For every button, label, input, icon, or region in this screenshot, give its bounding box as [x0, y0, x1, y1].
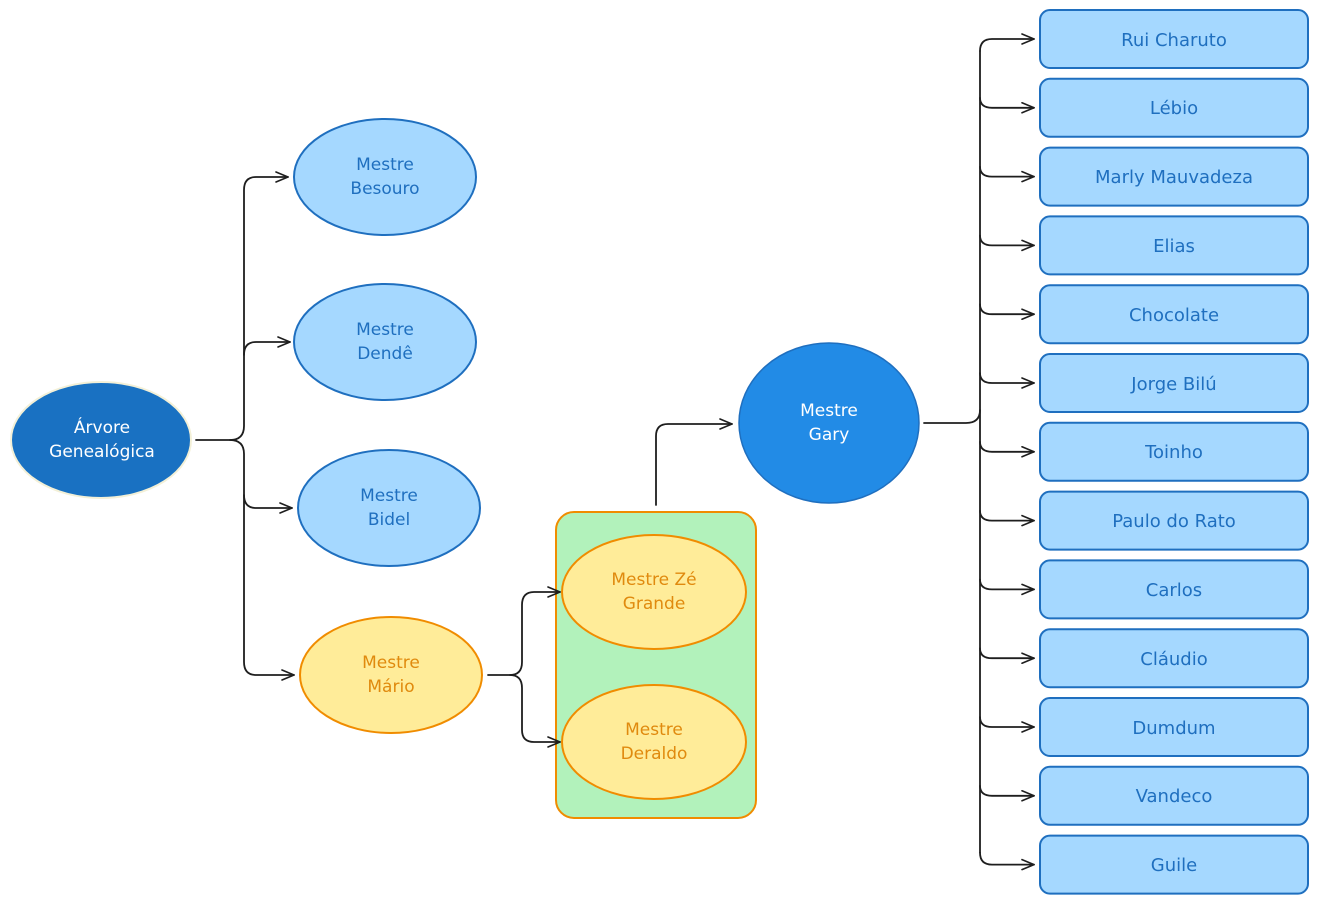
student-label: Toinho	[1145, 442, 1203, 464]
student-box[interactable]	[1039, 559, 1309, 620]
connector-mario-ze	[487, 586, 561, 676]
connector-root-dende	[243, 336, 291, 356]
student-box[interactable]	[1039, 284, 1309, 345]
student-box[interactable]	[1039, 9, 1309, 69]
student-box[interactable]	[1039, 628, 1309, 689]
student-box[interactable]	[1039, 353, 1309, 413]
connector-gary-student	[979, 165, 1035, 183]
connector-gary-student	[979, 372, 1035, 389]
student-box[interactable]	[1039, 215, 1309, 276]
root-connectors	[195, 171, 295, 681]
student-label: Elias	[1153, 235, 1195, 257]
node-besouro[interactable]	[293, 118, 477, 236]
connector-gary-student	[979, 578, 1035, 596]
gary-students-list	[1039, 9, 1309, 895]
student-label: Paulo do Rato	[1112, 511, 1236, 533]
student-label: Chocolate	[1128, 304, 1220, 326]
node-mario[interactable]	[299, 616, 483, 734]
node-bidel[interactable]	[297, 449, 481, 567]
student-label: Dumdum	[1132, 717, 1216, 739]
connector-mario-deraldo	[509, 674, 561, 748]
connector-group-gary	[655, 418, 733, 506]
connector-root-bidel	[229, 439, 293, 514]
student-box[interactable]	[1039, 490, 1309, 551]
student-label: Guile	[1150, 855, 1198, 877]
student-label: Carlos	[1145, 579, 1203, 601]
connector-gary-student	[979, 33, 1035, 52]
student-box[interactable]	[1039, 146, 1309, 207]
node-gary[interactable]	[738, 342, 920, 504]
connector-gary-trunk	[923, 409, 981, 424]
student-label: Vandeco	[1135, 786, 1213, 808]
connector-gary-student	[979, 303, 1035, 320]
connector-root-mario	[243, 494, 295, 681]
student-box[interactable]	[1039, 77, 1309, 138]
student-label: Rui Charuto	[1121, 29, 1227, 51]
student-box[interactable]	[1039, 765, 1309, 826]
student-label: Marly Mauvadeza	[1095, 167, 1253, 189]
student-label: Cláudio	[1140, 648, 1208, 670]
student-label: Jorge Bilú	[1131, 373, 1217, 395]
node-ze-grande[interactable]	[561, 534, 747, 650]
connector-gary-student	[979, 509, 1035, 527]
student-box[interactable]	[1039, 697, 1309, 757]
connector-gary-student	[979, 440, 1035, 458]
connector-gary-student	[979, 851, 1035, 871]
node-dende[interactable]	[293, 283, 477, 401]
mario-connectors	[487, 418, 733, 748]
node-deraldo[interactable]	[561, 684, 747, 800]
student-box[interactable]	[1039, 421, 1309, 482]
gary-connectors	[923, 33, 1035, 871]
student-box[interactable]	[1039, 834, 1309, 895]
connector-root-trunk	[195, 171, 289, 441]
connector-gary-student	[979, 96, 1035, 114]
student-label: Lébio	[1149, 98, 1199, 120]
root-node[interactable]	[10, 381, 192, 499]
connector-gary-student	[979, 234, 1035, 252]
connector-gary-student	[979, 716, 1035, 733]
connector-gary-student	[979, 647, 1035, 664]
connector-gary-student	[979, 784, 1035, 802]
